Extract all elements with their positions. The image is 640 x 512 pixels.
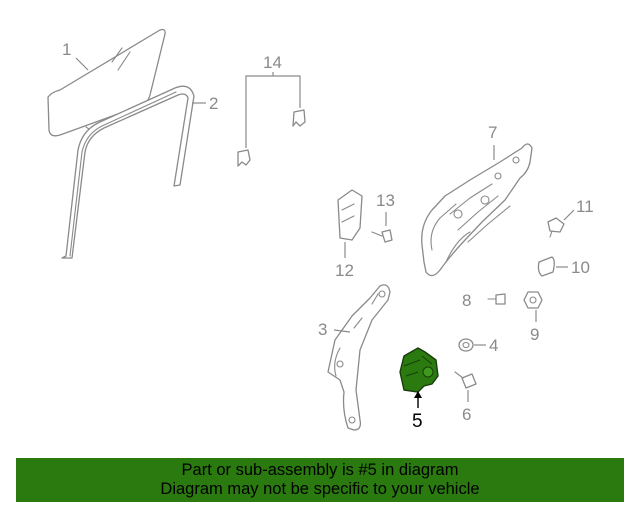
- callout-14: 14: [263, 53, 282, 72]
- leader-3: [333, 329, 351, 333]
- callout-11: 11: [576, 197, 594, 216]
- callout-8: 8: [462, 291, 471, 310]
- part-14-clips: [237, 109, 306, 167]
- callout-12: 12: [335, 261, 354, 280]
- part-13-bolt: [371, 229, 393, 243]
- part-10-cap: [537, 256, 555, 277]
- leader-1: [75, 57, 89, 71]
- arrow-5: [414, 391, 422, 408]
- callout-9: 9: [530, 325, 539, 344]
- callout-2: 2: [209, 94, 218, 113]
- callout-3: 3: [318, 320, 327, 339]
- part-12-cover: [337, 189, 363, 241]
- part-5-window-motor: [399, 347, 439, 393]
- info-banner: Part or sub-assembly is #5 in diagram Di…: [16, 458, 624, 502]
- banner-line-1: Part or sub-assembly is #5 in diagram: [181, 461, 459, 479]
- callout-4: 4: [489, 336, 498, 355]
- callout-13: 13: [376, 191, 395, 210]
- part-8-bolt: [487, 293, 506, 305]
- part-9-nut: [523, 291, 543, 309]
- part-6-bolt: [454, 371, 477, 389]
- part-11-clip: [547, 217, 565, 238]
- callout-10: 10: [571, 258, 590, 277]
- banner-line-2: Diagram may not be specific to your vehi…: [160, 480, 480, 498]
- callout-7: 7: [488, 123, 497, 142]
- callout-1: 1: [62, 40, 71, 59]
- leader-11: [563, 209, 575, 221]
- parts-diagram: 1 2 14 7 11 10 12: [47, 28, 594, 432]
- leader-14: [245, 72, 301, 148]
- callout-6: 6: [462, 405, 471, 424]
- part-4-grommet: [458, 338, 474, 352]
- part-2-run-channel: [61, 85, 195, 259]
- part-7-regulator-panel: [421, 143, 533, 277]
- callout-5: 5: [412, 411, 423, 432]
- part-3-regulator-rail: [327, 284, 391, 431]
